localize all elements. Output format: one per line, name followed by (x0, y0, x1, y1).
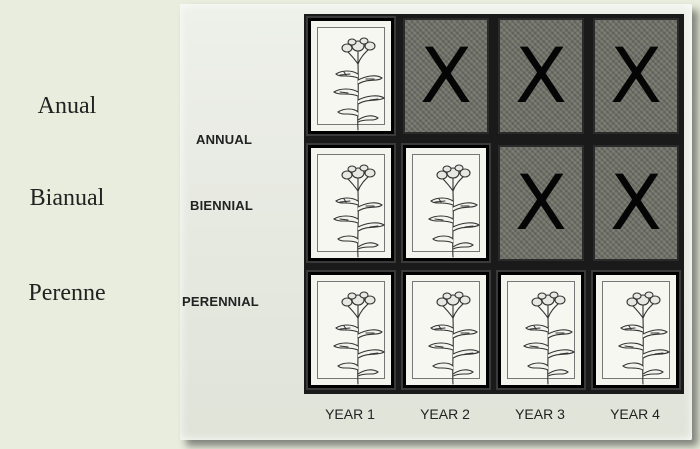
flowering-plant-icon (326, 161, 390, 261)
flowering-plant-icon (516, 288, 580, 388)
plant-frame (412, 154, 480, 252)
row-label-annual: ANNUAL (196, 132, 252, 147)
plant-frame (317, 154, 385, 252)
cross-cell-2-3: X (498, 145, 584, 261)
plant-frame (507, 281, 575, 379)
col-label-year-4: YEAR 4 (589, 406, 681, 422)
cross-icon: X (405, 20, 487, 132)
flowering-plant-icon (421, 161, 485, 261)
plant-frame (317, 27, 385, 125)
cross-icon: X (595, 147, 677, 259)
plant-cell-3-2 (403, 272, 489, 388)
plant-cell-2-1 (308, 145, 394, 261)
spanish-label-perennial: Perenne (0, 280, 142, 307)
plant-cell-2-2 (403, 145, 489, 261)
plant-cell-3-4 (593, 272, 679, 388)
cross-cell-1-2: X (403, 18, 489, 134)
flowering-plant-icon (326, 288, 390, 388)
cross-cell-1-4: X (593, 18, 679, 134)
plant-frame (412, 281, 480, 379)
spanish-label-biennial: Bianual (0, 185, 142, 212)
cross-icon: X (500, 20, 582, 132)
flowering-plant-icon (611, 288, 675, 388)
cross-cell-1-3: X (498, 18, 584, 134)
cross-icon: X (595, 20, 677, 132)
flowering-plant-icon (421, 288, 485, 388)
cross-cell-2-4: X (593, 145, 679, 261)
cross-icon: X (500, 147, 582, 259)
col-label-year-3: YEAR 3 (494, 406, 586, 422)
spanish-label-annual: Anual (0, 93, 142, 120)
plant-cell-1-1 (308, 18, 394, 134)
plant-frame (602, 281, 670, 379)
plant-cell-3-3 (498, 272, 584, 388)
col-label-year-2: YEAR 2 (399, 406, 491, 422)
plant-cell-3-1 (308, 272, 394, 388)
row-label-perennial: PERENNIAL (182, 294, 259, 309)
plant-frame (317, 281, 385, 379)
row-label-biennial: BIENNIAL (190, 198, 253, 213)
flowering-plant-icon (326, 34, 390, 134)
col-label-year-1: YEAR 1 (304, 406, 396, 422)
